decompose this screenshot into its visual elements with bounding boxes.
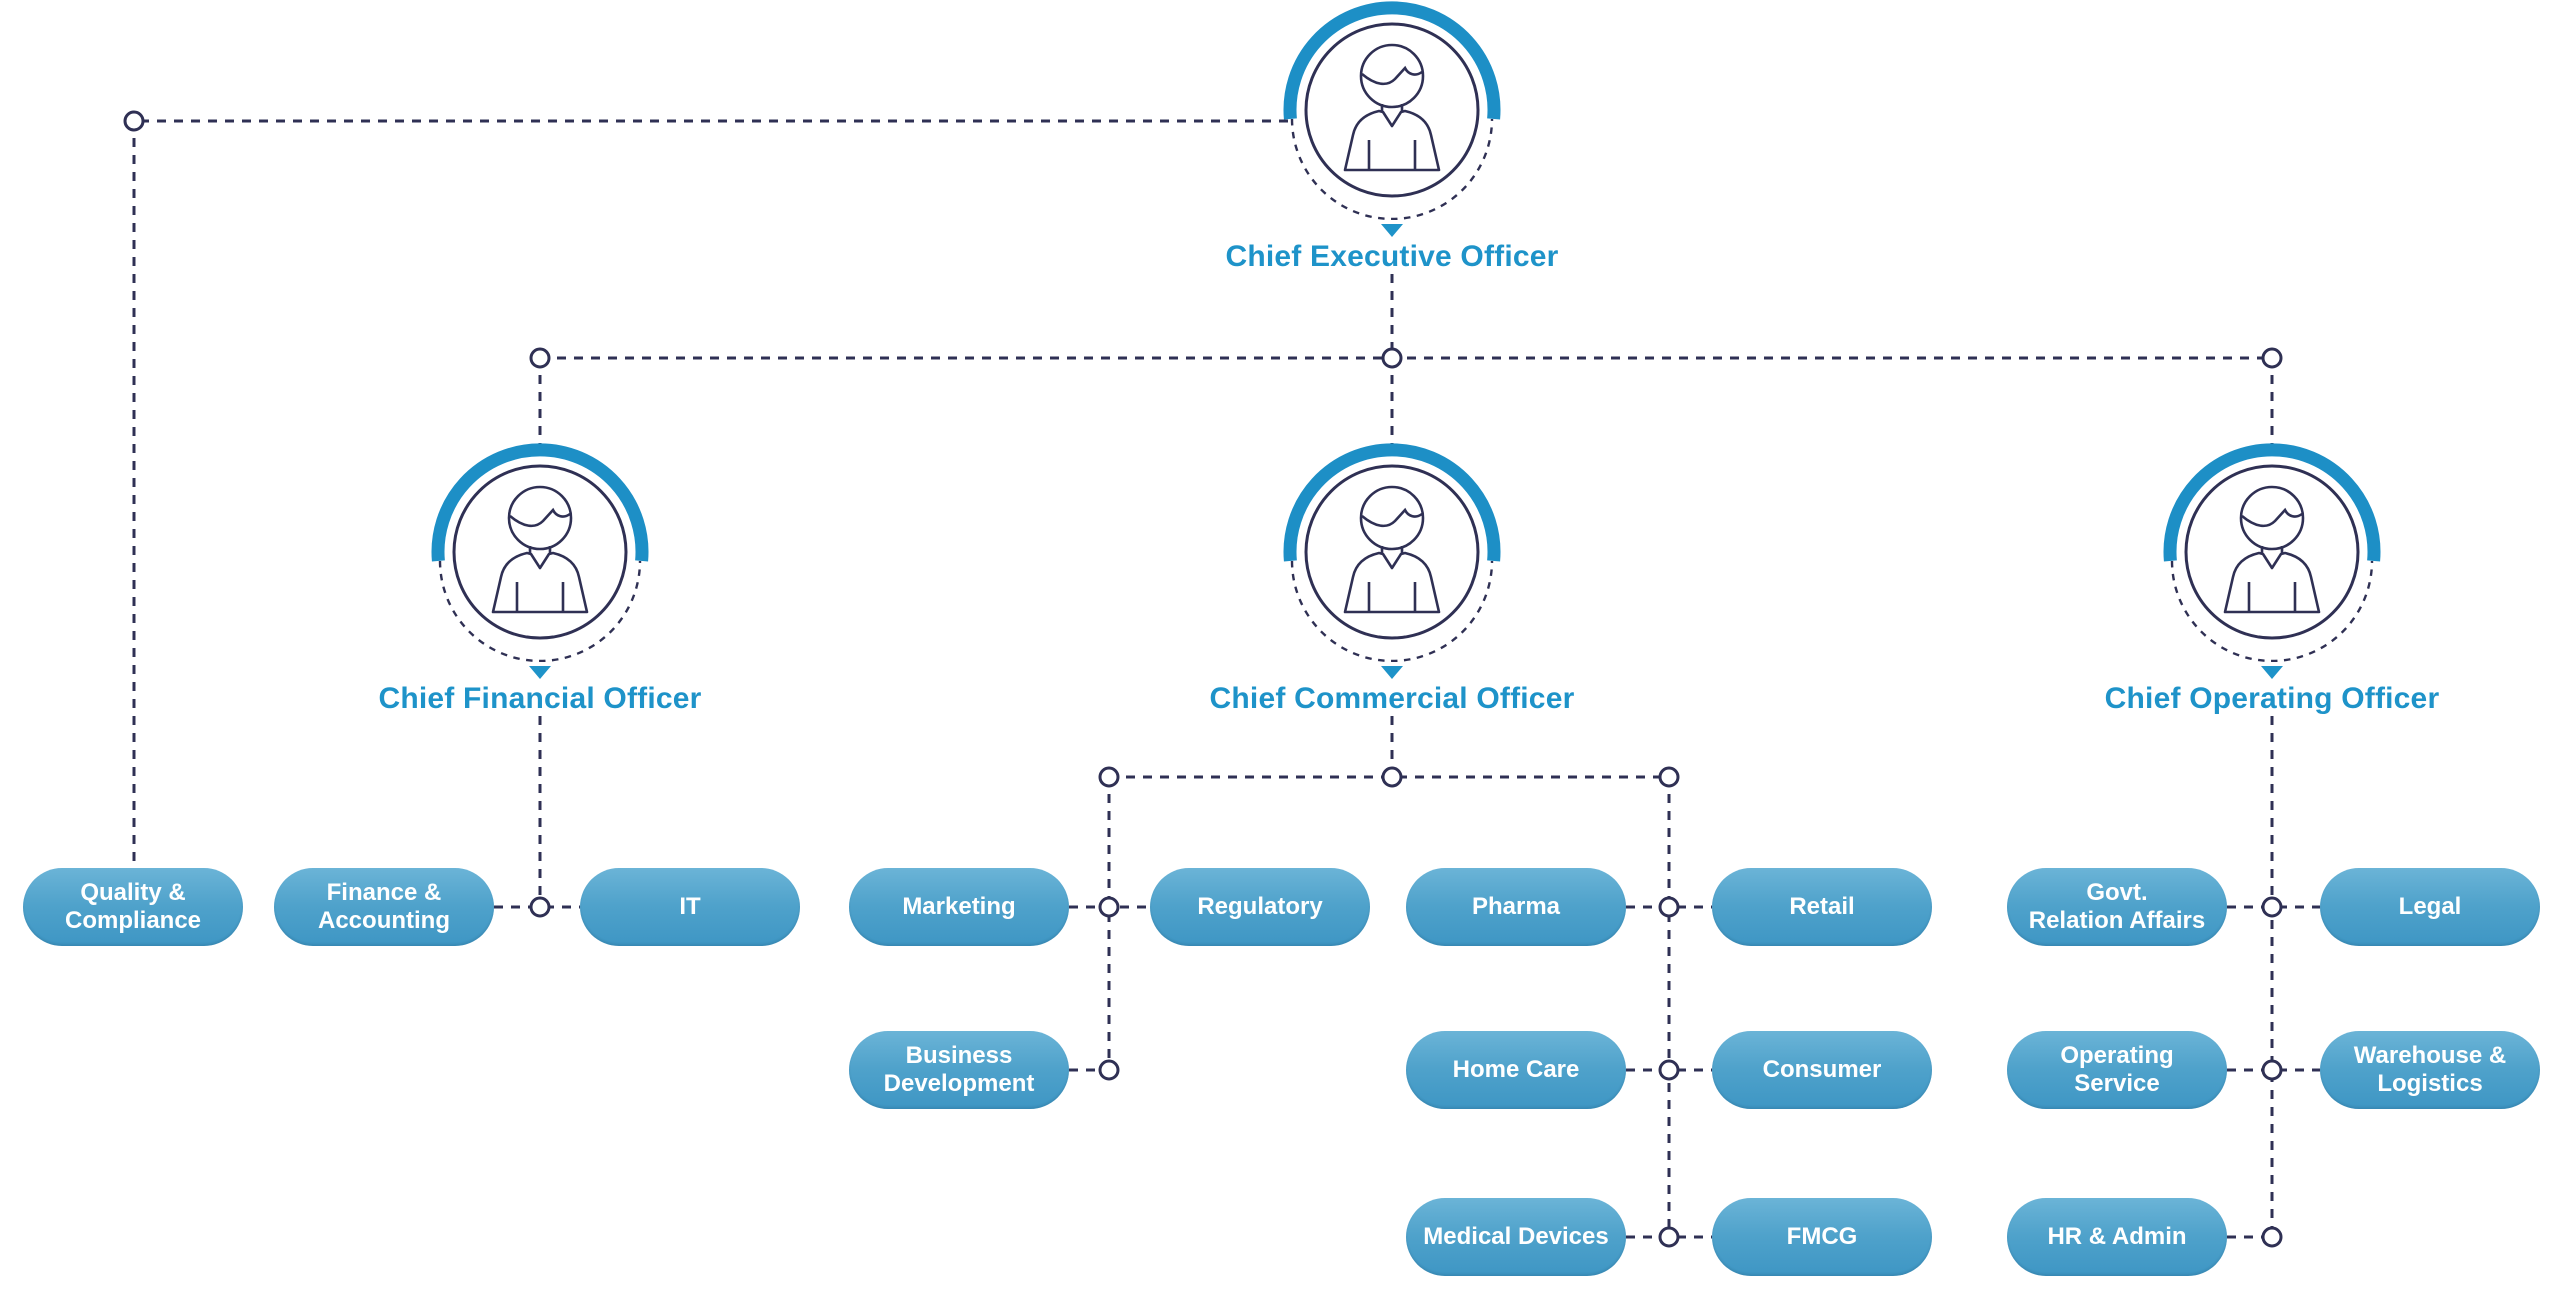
pill-regulatory: Regulatory	[1150, 868, 1370, 946]
pill-label: Warehouse &	[2353, 1041, 2507, 1069]
officer-title: Chief Operating Officer	[2104, 682, 2440, 715]
pill-label: Retail	[1789, 892, 1855, 920]
pill-label: Accounting	[318, 907, 450, 934]
pill-label: Marketing	[902, 892, 1016, 920]
pill-pharma: Pharma	[1406, 868, 1626, 946]
pill-label: IT	[679, 892, 701, 920]
connector-node	[1658, 1059, 1680, 1081]
pill-label: Govt.	[2086, 878, 2148, 906]
officer-title: Chief Commercial Officer	[1209, 682, 1575, 715]
pill-label: Home Care	[1452, 1055, 1580, 1083]
connector-node	[1658, 896, 1680, 918]
connector-node	[1098, 1059, 1120, 1081]
connector-node	[2261, 1059, 2283, 1081]
pill-label: Relation Affairs	[2028, 907, 2206, 934]
pill-legal: Legal	[2320, 868, 2540, 946]
arrow-down-icon	[1381, 224, 1403, 237]
pill-fmcg: FMCG	[1712, 1198, 1932, 1276]
officer-cco: Chief Commercial Officer	[1210, 442, 1574, 716]
pill-label: Regulatory	[1197, 892, 1323, 920]
pill-label: FMCG	[1786, 1222, 1858, 1250]
pill-medical-devices: Medical Devices	[1406, 1198, 1626, 1276]
pill-label: Pharma	[1471, 892, 1561, 920]
officer-title: Chief Executive Officer	[1225, 240, 1559, 273]
connector-node	[2261, 347, 2283, 369]
pill-label: Development	[883, 1070, 1035, 1097]
connector-node	[1658, 1226, 1680, 1248]
officer-title: Chief Financial Officer	[378, 682, 702, 715]
person-icon	[1283, 443, 1501, 662]
pill-it: IT	[580, 868, 800, 946]
connector-node	[123, 110, 145, 132]
pill-label: Operating	[2060, 1041, 2174, 1069]
pill-govt-relation-affairs: Govt.Relation Affairs	[2007, 868, 2227, 946]
pill-label: Consumer	[1762, 1055, 1882, 1083]
person-icon	[2163, 443, 2381, 662]
pill-label: Service	[2074, 1070, 2160, 1097]
officer-cfo: Chief Financial Officer	[378, 442, 702, 716]
pill-consumer: Consumer	[1712, 1031, 1932, 1109]
pill-label: HR & Admin	[2047, 1222, 2187, 1250]
pill-hr-admin: HR & Admin	[2007, 1198, 2227, 1276]
pill-warehouse-logistics: Warehouse &Logistics	[2320, 1031, 2540, 1109]
connector-node	[2261, 1226, 2283, 1248]
pill-label: Compliance	[64, 907, 202, 934]
pill-home-care: Home Care	[1406, 1031, 1626, 1109]
pill-label: Logistics	[2377, 1070, 2483, 1097]
arrow-down-icon	[1381, 666, 1403, 679]
pill-label: Legal	[2398, 892, 2462, 920]
pill-marketing: Marketing	[849, 868, 1069, 946]
connector-node	[2261, 896, 2283, 918]
connector-node	[1658, 766, 1680, 788]
officer-ceo: Chief Executive Officer	[1225, 0, 1558, 274]
connector-node	[1098, 896, 1120, 918]
arrow-down-icon	[529, 666, 551, 679]
pill-quality-compliance: Quality &Compliance	[23, 868, 243, 946]
arrow-down-icon	[2261, 666, 2283, 679]
connector-node	[1098, 766, 1120, 788]
pill-label: Medical Devices	[1423, 1222, 1609, 1250]
pill-label: Quality &	[80, 878, 186, 906]
officer-coo: Chief Operating Officer	[2105, 442, 2439, 716]
person-icon	[431, 443, 649, 662]
connector-node	[529, 896, 551, 918]
pill-finance-accounting: Finance &Accounting	[274, 868, 494, 946]
pill-label: Finance &	[326, 878, 442, 906]
pill-retail: Retail	[1712, 868, 1932, 946]
connector-node	[1381, 347, 1403, 369]
connector-node	[1381, 766, 1403, 788]
person-icon	[1283, 1, 1501, 220]
connector-node	[529, 347, 551, 369]
pill-label: Business	[905, 1041, 1013, 1069]
